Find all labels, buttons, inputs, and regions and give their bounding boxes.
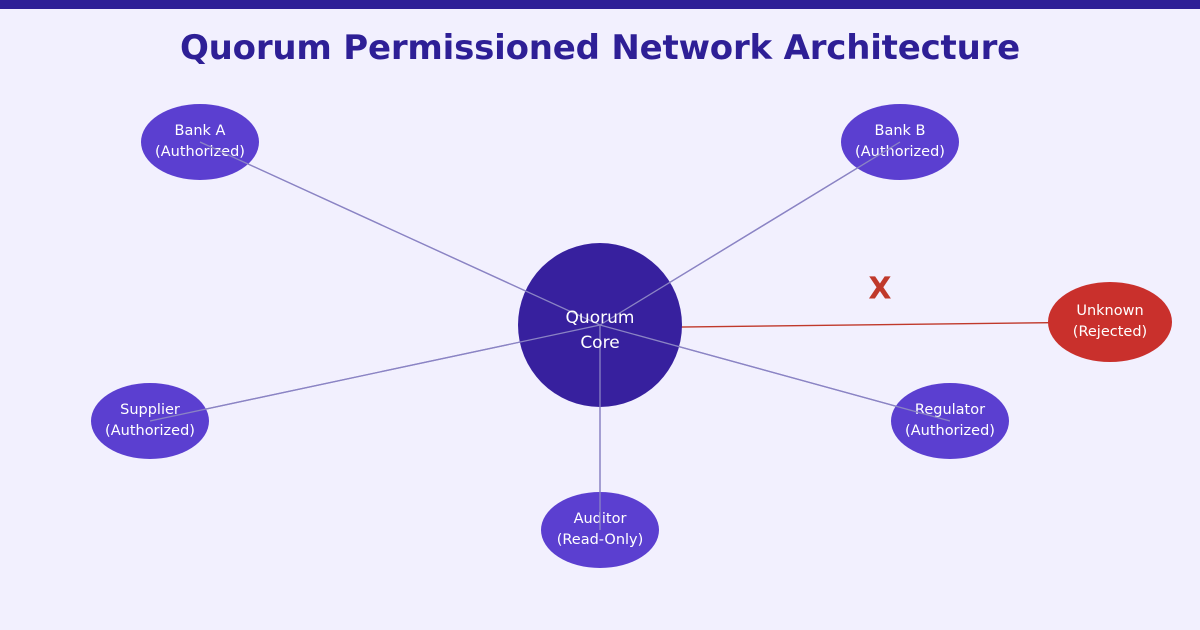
node-regulator-label-line1: Regulator (915, 402, 985, 418)
edge-core-regulator-overlay (599, 324, 951, 422)
edge-core-supplier-overlay (149, 324, 601, 422)
node-supplier-label-line2: (Authorized) (105, 423, 195, 439)
node-unknown-rejected[interactable]: Unknown (Rejected) (1048, 282, 1172, 362)
node-quorum-core-label-line2: Core (580, 333, 619, 353)
node-bank-b-label-line1: Bank B (875, 123, 926, 139)
edge-core-bank-b-overlay (599, 141, 901, 326)
node-unknown-shape[interactable] (1048, 282, 1172, 362)
node-bank-a-label-line2: (Authorized) (155, 144, 245, 160)
top-accent-bar (0, 0, 1200, 9)
node-auditor-label-line2: (Read-Only) (557, 532, 644, 548)
rejected-x-icon: X (868, 272, 891, 307)
edge-core-unknown-rejected (599, 321, 1111, 329)
node-regulator-label-line2: (Authorized) (905, 423, 995, 439)
node-unknown-label-line1: Unknown (1076, 303, 1143, 319)
node-bank-b-label-line2: (Authorized) (855, 144, 945, 160)
node-bank-a-label-line1: Bank A (175, 123, 226, 139)
edge-group-overlay (149, 141, 951, 530)
page-title: Quorum Permissioned Network Architecture (179, 28, 1021, 68)
edge-core-bank-a-overlay (199, 141, 601, 326)
node-quorum-core-label-line1: Quorum (566, 308, 635, 328)
node-quorum-core-text: Quorum Core (566, 308, 635, 353)
node-supplier-label-line1: Supplier (120, 402, 180, 418)
node-unknown-label-line2: (Rejected) (1073, 324, 1147, 340)
